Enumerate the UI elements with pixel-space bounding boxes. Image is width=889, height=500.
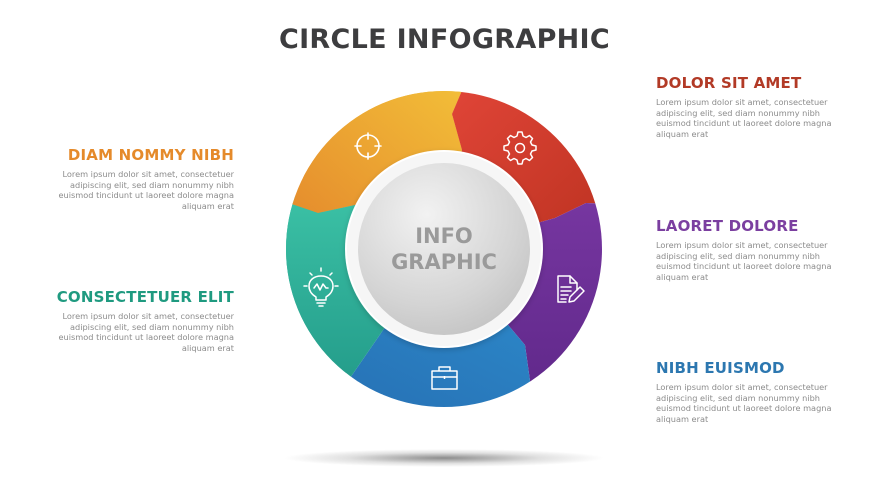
- info-block-diam-nommy-nibh: DIAM NOMMY NIBH Lorem ipsum dolor sit am…: [34, 146, 234, 211]
- info-block-dolor-sit-amet: DOLOR SIT AMET Lorem ipsum dolor sit ame…: [656, 74, 856, 139]
- block-heading: LAORET DOLORE: [656, 217, 799, 235]
- gear-icon: [503, 131, 537, 165]
- center-label: INFO GRAPHIC: [269, 223, 619, 275]
- target-icon: [354, 132, 382, 160]
- block-heading: NIBH EUISMOD: [656, 359, 785, 377]
- center-label-line2: GRAPHIC: [391, 250, 497, 274]
- briefcase-icon: [431, 366, 458, 390]
- document-edit-icon: [557, 275, 585, 303]
- page-title: CIRCLE INFOGRAPHIC: [278, 24, 611, 55]
- info-block-consectetuer-elit: CONSECTETUER ELIT Lorem ipsum dolor sit …: [34, 288, 234, 353]
- info-block-laoret-dolore: LAORET DOLORE Lorem ipsum dolor sit amet…: [656, 217, 856, 282]
- center-sphere: [358, 163, 530, 335]
- center-label-line1: INFO: [415, 224, 473, 248]
- block-body: Lorem ipsum dolor sit amet, consectetuer…: [656, 240, 832, 282]
- block-body: Lorem ipsum dolor sit amet, consectetuer…: [58, 311, 234, 353]
- block-body: Lorem ipsum dolor sit amet, consectetuer…: [656, 97, 832, 139]
- block-heading: DIAM NOMMY NIBH: [67, 146, 234, 164]
- lightbulb-icon: [303, 267, 339, 307]
- block-heading: CONSECTETUER ELIT: [56, 288, 234, 306]
- block-heading: DOLOR SIT AMET: [656, 74, 802, 92]
- block-body: Lorem ipsum dolor sit amet, consectetuer…: [656, 382, 832, 424]
- info-block-nibh-euismod: NIBH EUISMOD Lorem ipsum dolor sit amet,…: [656, 359, 856, 424]
- ground-shadow: [284, 449, 604, 467]
- block-body: Lorem ipsum dolor sit amet, consectetuer…: [58, 169, 234, 211]
